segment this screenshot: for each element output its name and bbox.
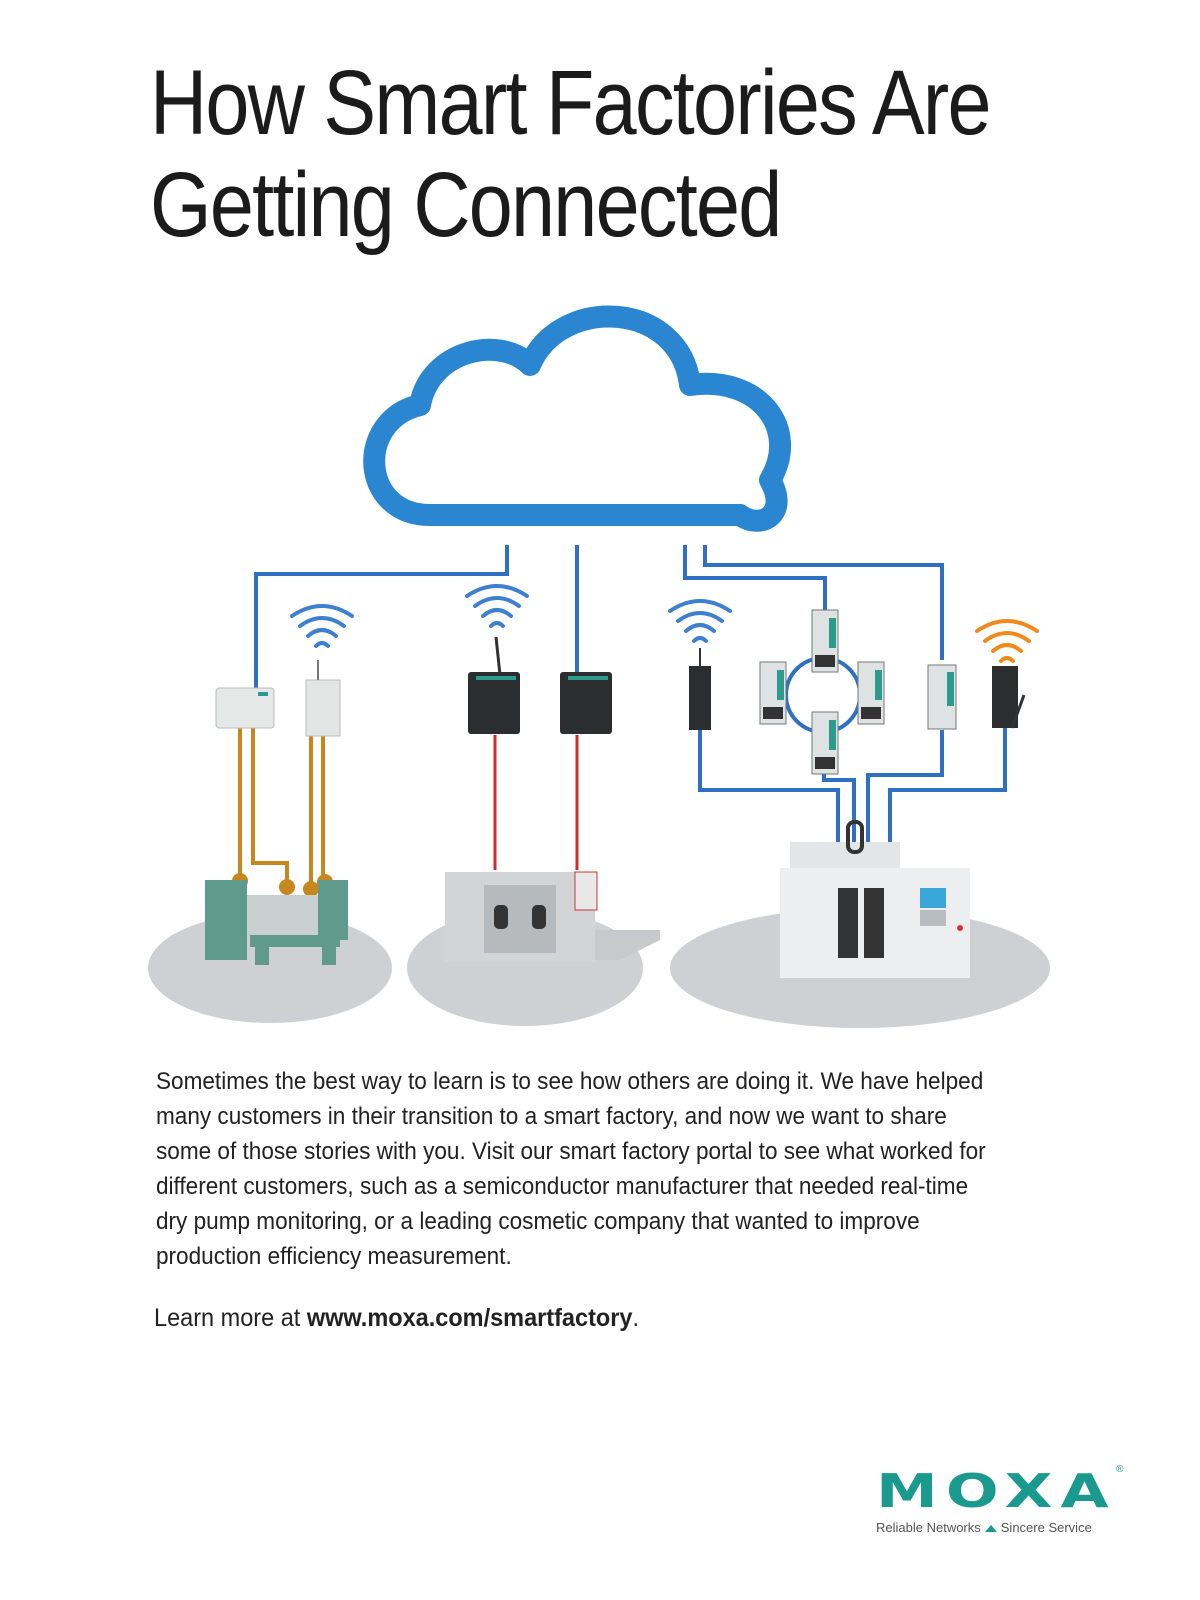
triangle-icon — [984, 1525, 997, 1532]
title-line-1: How Smart Factories Are — [150, 52, 992, 154]
cloud-icon — [363, 305, 791, 532]
ring-switch-bottom — [811, 711, 839, 775]
wifi-icon — [975, 619, 1039, 663]
smartfactory-link[interactable]: www.moxa.com/smartfactory — [306, 1304, 633, 1332]
logo-tagline: Reliable Networks Sincere Service — [876, 1520, 1136, 1535]
wifi-icon — [465, 584, 529, 628]
logo-wordmark: MOXA — [876, 1464, 1117, 1518]
serial-server — [560, 672, 612, 734]
wireless-ap — [689, 648, 711, 730]
learn-more-suffix: . — [632, 1304, 640, 1332]
wireless-io-device — [305, 660, 341, 737]
learn-more-text: Learn more at www.moxa.com/smartfactory. — [154, 1304, 639, 1333]
body-text: Sometimes the best way to learn is to se… — [156, 1068, 986, 1270]
tagline-right: Sincere Service — [1000, 1520, 1092, 1535]
io-module — [215, 687, 275, 729]
wireless-serial-server — [468, 636, 520, 734]
serial-lines — [493, 735, 579, 870]
ethernet-lines — [254, 545, 1007, 842]
moxa-logo: MOXA ® Reliable Networks Sincere Service — [876, 1464, 1136, 1535]
cellular-router — [992, 666, 1026, 729]
tagline-left: Reliable Networks — [876, 1520, 981, 1535]
wifi-icon — [668, 599, 732, 643]
ring-switch-right — [857, 661, 885, 725]
cnc-lathe-machine — [445, 871, 660, 962]
lathe-machine — [205, 880, 348, 965]
title-line-2: Getting Connected — [150, 154, 782, 256]
learn-more-prefix: Learn more at — [154, 1304, 307, 1332]
ethernet-switch — [927, 664, 957, 730]
ring-switch-top — [811, 609, 839, 673]
smart-factory-network-illustration — [148, 305, 1050, 1028]
io-lines — [232, 725, 333, 897]
page-title: How Smart Factories Are Getting Connecte… — [150, 52, 992, 256]
cnc-milling-machine — [780, 820, 970, 978]
ring-switch-left — [759, 661, 787, 725]
registered-mark: ® — [1116, 1464, 1124, 1475]
wifi-icon — [290, 604, 354, 648]
